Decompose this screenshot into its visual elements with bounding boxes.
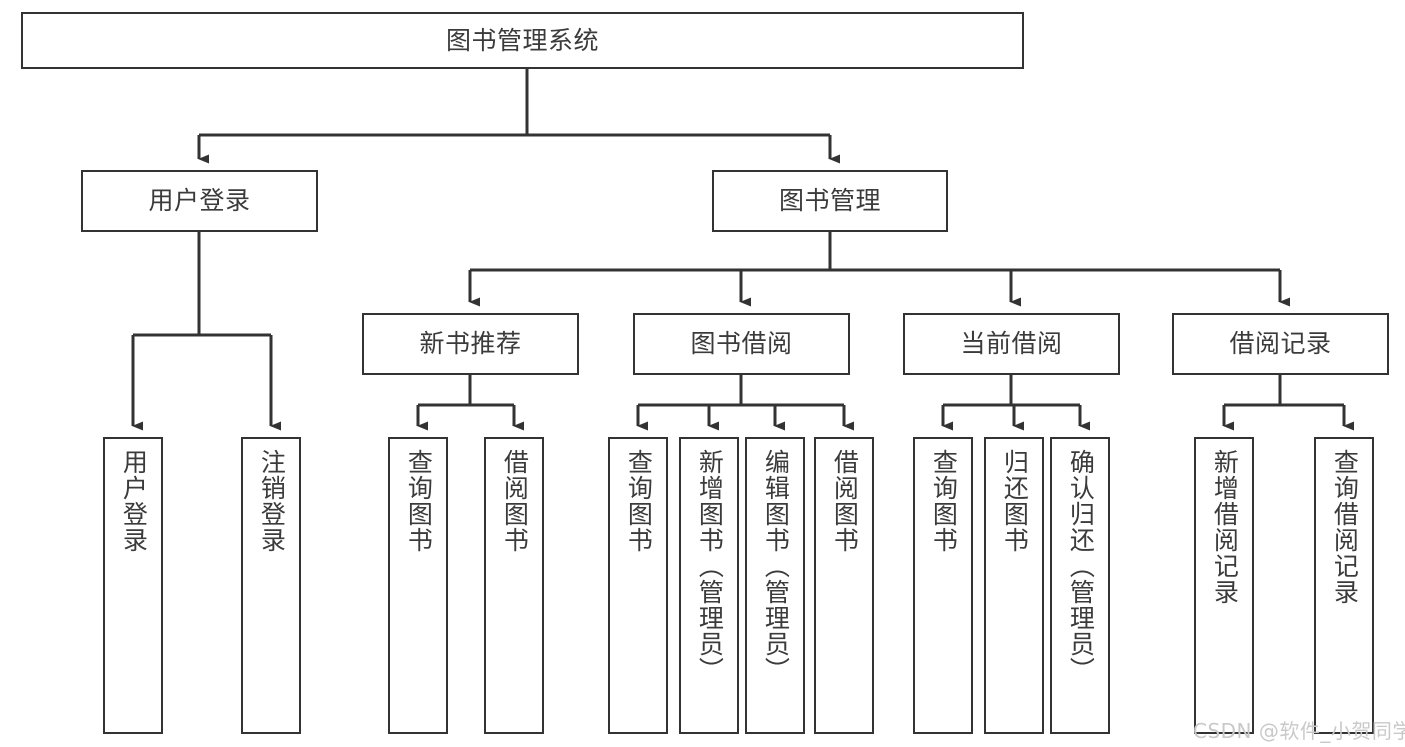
node-user-login[interactable]: 用户登录 [81, 170, 318, 232]
node-root[interactable]: 图书管理系统 [21, 12, 1024, 69]
node-label: 借阅记录 [1229, 329, 1332, 359]
node-label: 图书管理系统 [445, 25, 599, 55]
node-leaf-edit-book-admin[interactable]: 编辑图书（管理员） [745, 437, 805, 734]
node-label: 用户登录 [148, 186, 251, 216]
node-borrow-record[interactable]: 借阅记录 [1172, 313, 1389, 375]
node-leaf-query-book-3[interactable]: 查询图书 [913, 437, 973, 734]
node-label: 图书借阅 [690, 329, 793, 359]
node-leaf-user-login[interactable]: 用户登录 [103, 437, 163, 734]
node-current-borrow[interactable]: 当前借阅 [903, 313, 1120, 375]
node-label: 查询借阅记录 [1330, 449, 1360, 605]
node-label: 新增借阅记录 [1210, 449, 1240, 605]
node-leaf-query-book-2[interactable]: 查询图书 [608, 437, 668, 734]
node-label: 查询图书 [624, 449, 654, 553]
node-leaf-return-book[interactable]: 归还图书 [984, 437, 1044, 734]
node-book-borrow[interactable]: 图书借阅 [633, 313, 850, 375]
node-leaf-confirm-return-admin[interactable]: 确认归还（管理员） [1050, 437, 1110, 734]
node-label: 归还图书 [1000, 449, 1030, 553]
node-leaf-add-borrow-record[interactable]: 新增借阅记录 [1194, 437, 1254, 734]
node-leaf-query-book-1[interactable]: 查询图书 [388, 437, 448, 734]
node-label: 查询图书 [404, 449, 434, 553]
node-label: 确认归还（管理员） [1066, 449, 1096, 683]
node-leaf-add-book-admin[interactable]: 新增图书（管理员） [679, 437, 739, 734]
node-label: 查询图书 [929, 449, 959, 553]
node-label: 新书推荐 [419, 329, 522, 359]
node-label: 注销登录 [257, 449, 287, 553]
node-leaf-query-borrow-record[interactable]: 查询借阅记录 [1314, 437, 1374, 734]
node-leaf-borrow-book-1[interactable]: 借阅图书 [484, 437, 544, 734]
node-label: 用户登录 [119, 449, 149, 553]
node-label: 当前借阅 [960, 329, 1063, 359]
node-leaf-borrow-book-2[interactable]: 借阅图书 [814, 437, 874, 734]
node-label: 新增图书（管理员） [695, 449, 725, 683]
node-new-book-recommend[interactable]: 新书推荐 [362, 313, 579, 375]
node-leaf-logout[interactable]: 注销登录 [241, 437, 301, 734]
watermark-label: CSDN @软件_小贺同学 [1193, 719, 1405, 743]
node-label: 借阅图书 [500, 449, 530, 553]
node-label: 编辑图书（管理员） [761, 449, 791, 683]
node-label: 图书管理 [778, 186, 881, 216]
node-book-manage[interactable]: 图书管理 [712, 170, 948, 232]
node-label: 借阅图书 [830, 449, 860, 553]
